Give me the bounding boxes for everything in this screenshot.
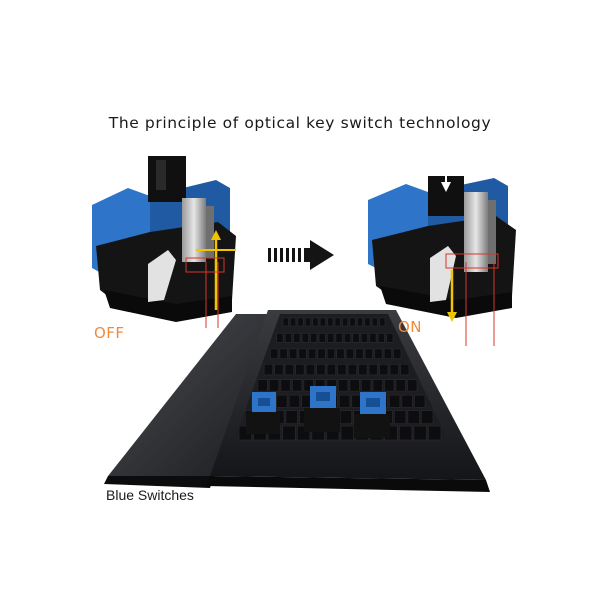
keycap	[275, 364, 284, 375]
keycap	[313, 318, 318, 326]
keycap	[318, 349, 326, 359]
keycap	[283, 318, 288, 326]
keycap	[327, 333, 333, 342]
keycap	[408, 411, 420, 424]
switch-off-diagram	[92, 156, 236, 328]
keycap	[372, 318, 377, 326]
keycap	[402, 395, 413, 407]
keycap	[306, 364, 315, 375]
keycap	[328, 318, 333, 326]
keycap	[289, 395, 300, 407]
keycap	[346, 349, 354, 359]
keycap	[373, 380, 383, 391]
keycap	[365, 349, 373, 359]
keycap	[292, 380, 302, 391]
keycap	[296, 364, 305, 375]
keycap	[369, 364, 378, 375]
keycap	[341, 426, 354, 440]
keycap	[389, 395, 400, 407]
keycap	[359, 364, 368, 375]
keycap	[336, 333, 342, 342]
keycap	[290, 318, 295, 326]
keycap	[280, 349, 288, 359]
keycap	[335, 318, 340, 326]
keycap	[277, 333, 283, 342]
keycap	[421, 411, 433, 424]
keycap	[319, 333, 325, 342]
keycap	[401, 364, 410, 375]
keycap	[350, 380, 360, 391]
keycap	[286, 411, 298, 424]
keycap	[281, 380, 291, 391]
keycap	[339, 395, 350, 407]
keycap	[285, 333, 291, 342]
keycap	[365, 318, 370, 326]
keycap	[270, 349, 278, 359]
keycap	[340, 411, 352, 424]
keycap	[308, 349, 316, 359]
keycap	[380, 318, 385, 326]
keycap	[350, 318, 355, 326]
keycap	[353, 333, 359, 342]
keycap	[428, 426, 441, 440]
keycap	[387, 333, 393, 342]
keycap	[399, 426, 412, 440]
keycap	[361, 333, 367, 342]
keycap	[311, 333, 317, 342]
keycap	[269, 380, 279, 391]
keycap	[370, 333, 376, 342]
on-label: ON	[398, 318, 422, 336]
keycap	[283, 426, 296, 440]
keycap	[320, 318, 325, 326]
keycap	[361, 380, 371, 391]
keycap	[302, 333, 308, 342]
keycap	[258, 380, 268, 391]
caption: Blue Switches	[106, 487, 194, 503]
keycap	[327, 349, 335, 359]
arrow-right-icon	[268, 240, 334, 270]
off-label: OFF	[94, 324, 125, 342]
keycap	[344, 333, 350, 342]
keycap	[338, 380, 348, 391]
keycap	[348, 364, 357, 375]
keycap	[396, 380, 406, 391]
keycap	[294, 333, 300, 342]
keycap	[394, 349, 402, 359]
keycap	[285, 364, 294, 375]
keycap	[298, 318, 303, 326]
keycap	[342, 318, 347, 326]
keycap	[277, 395, 288, 407]
keycap	[357, 318, 362, 326]
keycap	[394, 411, 406, 424]
keycap	[378, 333, 384, 342]
keycap	[337, 349, 345, 359]
keycap	[390, 364, 399, 375]
keycap	[414, 426, 427, 440]
keycap	[289, 349, 297, 359]
keycap	[385, 380, 395, 391]
keycap	[338, 364, 347, 375]
keycap	[384, 349, 392, 359]
keycap	[264, 364, 273, 375]
keycap	[415, 395, 426, 407]
keycap	[380, 364, 389, 375]
keycap	[327, 364, 336, 375]
keyboard-image	[104, 310, 490, 492]
keycap	[299, 349, 307, 359]
keycap	[375, 349, 383, 359]
keycap	[317, 364, 326, 375]
keycap	[408, 380, 418, 391]
keycap	[356, 349, 364, 359]
keycap	[305, 318, 310, 326]
